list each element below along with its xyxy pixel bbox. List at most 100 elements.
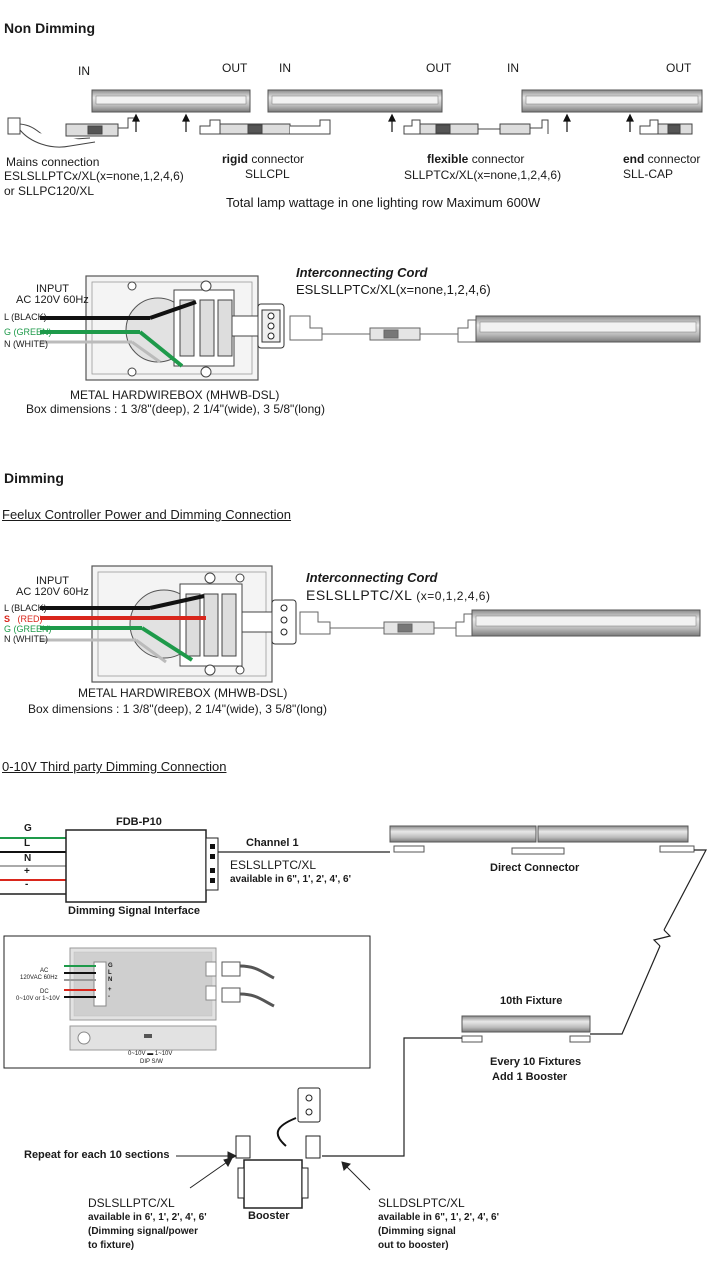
box2-l: L (BLACK) bbox=[4, 603, 47, 613]
box2-cord-x: (x=0,1,2,4,6) bbox=[416, 589, 491, 603]
hardwire-box-1 bbox=[85, 275, 285, 381]
box2-input: INPUT bbox=[36, 575, 69, 587]
section-title-non-dimming: Non Dimming bbox=[4, 20, 95, 36]
chain-line bbox=[590, 849, 707, 1035]
box2-cord bbox=[299, 611, 473, 637]
hardwire-box-2 bbox=[91, 565, 297, 683]
box2-name: METAL HARDWIREBOX (MHWB-DSL) bbox=[78, 686, 288, 700]
label-in-3: IN bbox=[507, 61, 519, 75]
box2-cord-part-text: ESLSLLPTC/XL bbox=[306, 587, 412, 603]
slld-avail: available in 6", 1', 2', 4', 6' bbox=[378, 1212, 499, 1223]
box2-n: N (WHITE) bbox=[4, 634, 48, 644]
inset-dc: DC bbox=[40, 989, 49, 995]
box1-dims: Box dimensions : 1 3/8"(deep), 2 1/4"(wi… bbox=[26, 402, 325, 416]
connection-arrows bbox=[132, 113, 634, 132]
end-text: connector bbox=[644, 152, 701, 166]
box2-s-label: S (RED) bbox=[4, 614, 43, 624]
wire-g: G bbox=[24, 823, 32, 834]
box1-input: INPUT bbox=[36, 283, 69, 295]
dsi-label: Dimming Signal Interface bbox=[68, 905, 201, 917]
wire-plus: + bbox=[24, 866, 30, 877]
rigid-text: connector bbox=[248, 152, 305, 166]
slld-part: SLLDSLPTC/XL bbox=[378, 1196, 465, 1210]
box1-wires bbox=[40, 300, 197, 368]
mains-part: ESLSLLPTCx/XL(x=none,1,2,4,6) bbox=[4, 169, 184, 183]
box2-dims: Box dimensions : 1 3/8"(deep), 2 1/4"(wi… bbox=[28, 702, 327, 716]
dsl-note2: to fixture) bbox=[88, 1240, 135, 1251]
flexible-connector-label: flexible connector bbox=[427, 152, 524, 166]
box2-g: G (GREEN) bbox=[4, 624, 52, 634]
label-out-1: OUT bbox=[222, 61, 248, 75]
inset-sw2: 1~10V bbox=[154, 1051, 173, 1057]
inset-minus: - bbox=[108, 994, 110, 1000]
inset-l: L bbox=[108, 970, 112, 976]
flex-text: connector bbox=[468, 152, 525, 166]
box1-cord-part: ESLSLLPTCx/XL(x=none,1,2,4,6) bbox=[296, 282, 491, 297]
esl-avail: available in 6", 1', 2', 4', 6' bbox=[230, 874, 351, 885]
section-title-feelux: Feelux Controller Power and Dimming Conn… bbox=[2, 507, 292, 522]
booster-arrows bbox=[176, 1151, 371, 1191]
wattage-note: Total lamp wattage in one lighting row M… bbox=[226, 195, 541, 210]
tenth-fixture bbox=[461, 1015, 591, 1043]
flex-bold: flexible bbox=[427, 152, 469, 166]
box2-cord-part: ESLSLLPTC/XL (x=0,1,2,4,6) bbox=[306, 587, 490, 603]
inset-dip: DIP S/W bbox=[140, 1059, 163, 1065]
wire-minus: - bbox=[25, 879, 29, 890]
end-part: SLL-CAP bbox=[623, 167, 674, 181]
box2-s-red: (RED) bbox=[17, 614, 43, 624]
box1-fixture bbox=[475, 315, 701, 343]
inset-g: G bbox=[108, 963, 113, 969]
slld-note2: out to booster) bbox=[378, 1240, 449, 1251]
inset-ac: AC bbox=[40, 968, 49, 974]
fixture-2 bbox=[267, 89, 443, 113]
fixture-1 bbox=[91, 89, 251, 113]
box2-ac: AC 120V 60Hz bbox=[16, 586, 89, 598]
section-title-dimming: Dimming bbox=[4, 470, 64, 486]
box1-ac: AC 120V 60Hz bbox=[16, 294, 89, 306]
box2-fixture bbox=[471, 609, 701, 637]
channel-1-label: Channel 1 bbox=[246, 837, 299, 849]
label-in-2: IN bbox=[279, 61, 291, 75]
booster-return-line bbox=[322, 1037, 462, 1157]
fdb-p10-box bbox=[65, 829, 219, 903]
esl-part: ESLSLLPTC/XL bbox=[230, 858, 317, 872]
slld-note1: (Dimming signal bbox=[378, 1226, 456, 1237]
mains-or: or SLLPC120/XL bbox=[4, 184, 95, 198]
end-connector-label: end connector bbox=[623, 152, 700, 166]
rigid-part: SLLCPL bbox=[245, 167, 290, 181]
flex-part: SLLPTCx/XL(x=none,1,2,4,6) bbox=[404, 168, 562, 182]
tenth-fixture-label: 10th Fixture bbox=[500, 995, 563, 1007]
inset-plus: + bbox=[108, 987, 112, 993]
fixture-3 bbox=[521, 89, 703, 113]
inset-switch: 0~10V ▬ 1~10V bbox=[128, 1051, 173, 1057]
inset-ac2: 120VAC 60Hz bbox=[20, 975, 58, 981]
box2-cord-title: Interconnecting Cord bbox=[306, 570, 438, 585]
mains-title: Mains connection bbox=[6, 155, 100, 169]
box1-cord bbox=[289, 315, 477, 343]
input-wires bbox=[0, 837, 66, 895]
booster-label: Booster bbox=[248, 1210, 290, 1222]
inset-dc2: 0~10V or 1~10V bbox=[16, 996, 60, 1002]
inset-n: N bbox=[108, 977, 113, 983]
mains-plug bbox=[7, 117, 134, 148]
flexible-connector-part bbox=[403, 119, 549, 135]
end-cap-part bbox=[639, 119, 693, 135]
box1-n: N (WHITE) bbox=[4, 339, 48, 349]
rigid-connector-label: rigid connector bbox=[222, 152, 304, 166]
rigid-bold: rigid bbox=[222, 152, 248, 166]
box1-name: METAL HARDWIREBOX (MHWB-DSL) bbox=[70, 388, 280, 402]
label-out-3: OUT bbox=[666, 61, 692, 75]
fdb-label: FDB-P10 bbox=[116, 816, 162, 828]
wire-l: L bbox=[24, 838, 31, 849]
rigid-connector-part bbox=[199, 119, 331, 135]
end-bold: end bbox=[623, 152, 645, 166]
inset-panel bbox=[3, 935, 371, 1069]
dsl-note1: (Dimming signal/power bbox=[88, 1226, 199, 1237]
box1-cord-title: Interconnecting Cord bbox=[296, 265, 428, 280]
dsl-avail: available in 6', 1', 2', 4', 6' bbox=[88, 1212, 207, 1223]
every-10-label: Every 10 Fixtures bbox=[490, 1056, 582, 1068]
booster-box bbox=[235, 1087, 321, 1209]
direct-fixtures bbox=[389, 825, 695, 855]
inset-sw1: 0~10V bbox=[128, 1051, 146, 1057]
